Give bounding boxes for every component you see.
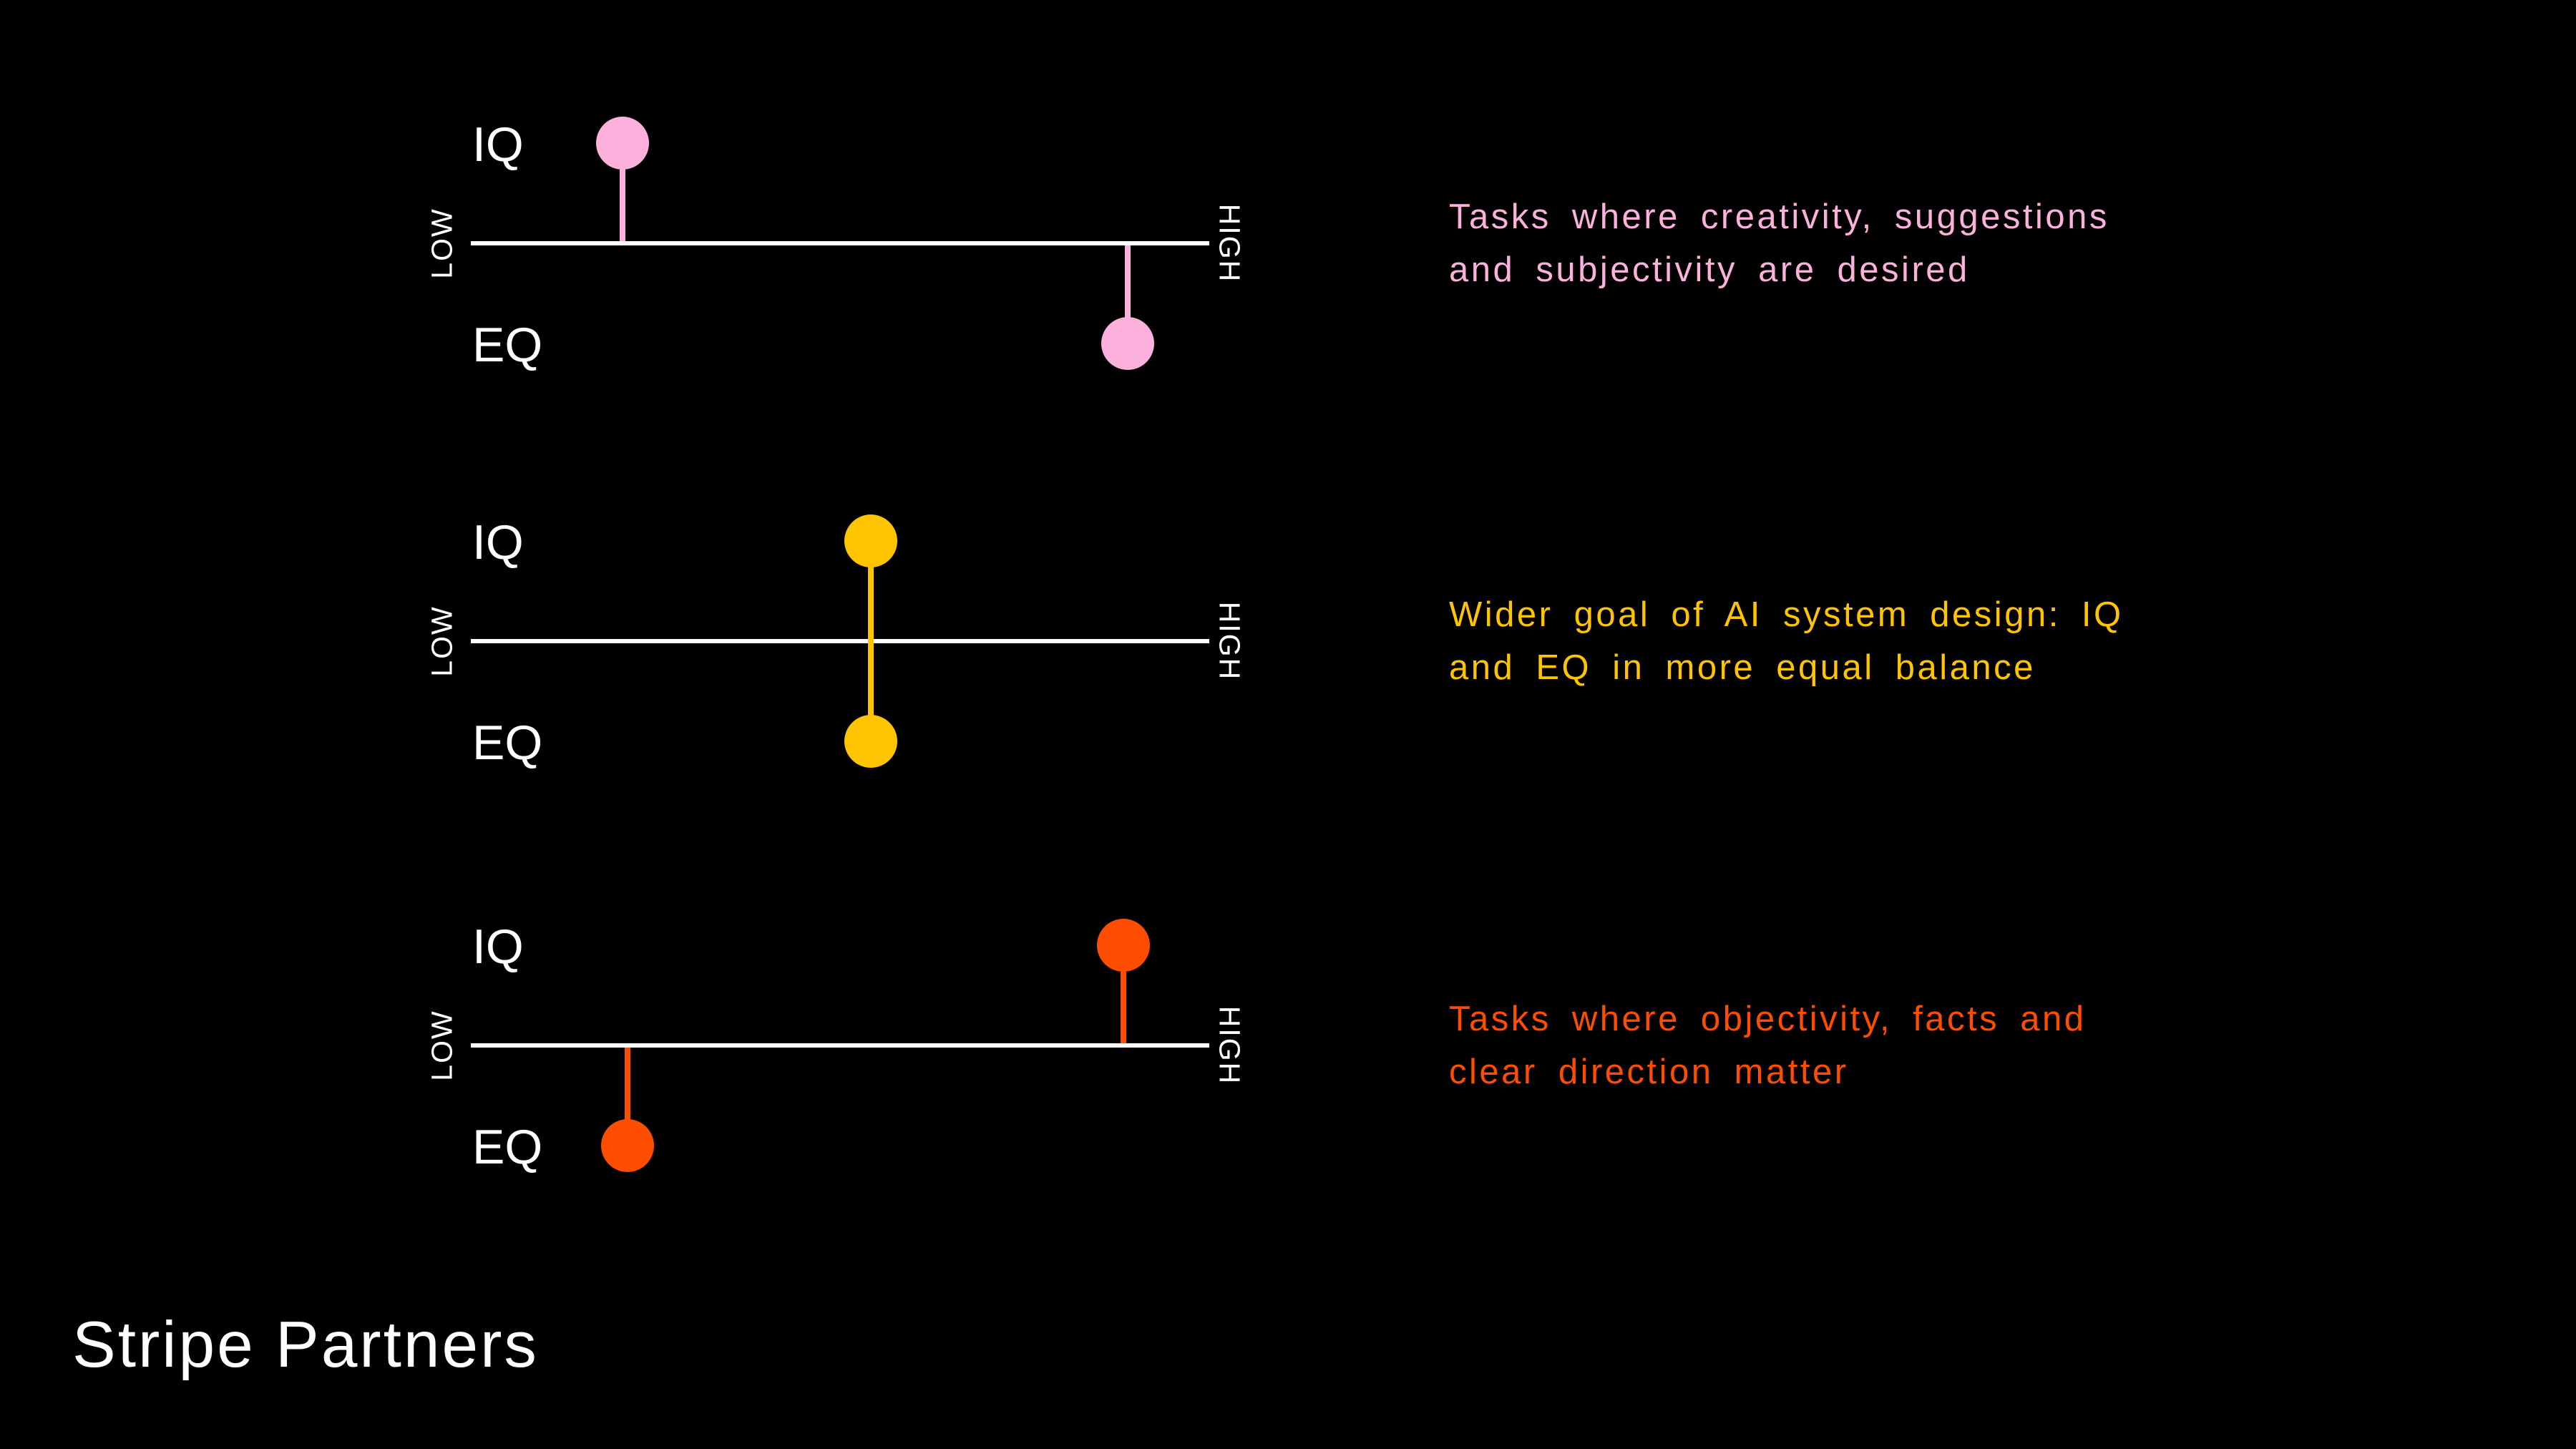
description-line: and subjectivity are desired [1449, 250, 1970, 289]
axis-line [471, 639, 1209, 643]
eq-stem [624, 1048, 630, 1146]
high-end-label: HIGH [1213, 601, 1246, 681]
iq-eq-connector-stem [868, 541, 874, 741]
description-line: Wider goal of AI system design: IQ [1449, 595, 2124, 634]
eq-dot [1101, 317, 1155, 370]
eq-dot [844, 715, 898, 768]
eq-axis-label: EQ [472, 716, 543, 770]
low-end-label: LOW [425, 605, 459, 677]
low-end-label: LOW [425, 208, 459, 279]
iq-stem [619, 143, 625, 241]
eq-stem [1125, 245, 1131, 343]
high-end-label: HIGH [1213, 1005, 1246, 1085]
description-line: and EQ in more equal balance [1449, 648, 2036, 687]
eq-dot [600, 1119, 654, 1172]
row-description: Tasks where objectivity, facts and clear… [1449, 992, 2087, 1098]
iq-dot [1097, 919, 1151, 972]
low-end-label: LOW [425, 1010, 459, 1081]
iq-stem [1121, 945, 1127, 1043]
iq-dot [595, 117, 649, 170]
eq-axis-label: EQ [472, 1120, 543, 1174]
iq-axis-label: IQ [472, 117, 524, 172]
iq-axis-label: IQ [472, 919, 524, 974]
description-line: clear direction matter [1449, 1053, 1849, 1091]
iq-dot [844, 514, 898, 567]
axis-line [471, 241, 1209, 245]
stripe-partners-logo: Stripe Partners [72, 1309, 539, 1381]
description-line: Tasks where creativity, suggestions [1449, 197, 2109, 236]
row-description: Wider goal of AI system design: IQ and E… [1449, 588, 2124, 694]
row-description: Tasks where creativity, suggestions and … [1449, 190, 2109, 296]
description-line: Tasks where objectivity, facts and [1449, 1000, 2087, 1038]
iq-axis-label: IQ [472, 515, 524, 570]
high-end-label: HIGH [1213, 203, 1246, 283]
axis-line [471, 1043, 1209, 1048]
eq-axis-label: EQ [472, 318, 543, 372]
